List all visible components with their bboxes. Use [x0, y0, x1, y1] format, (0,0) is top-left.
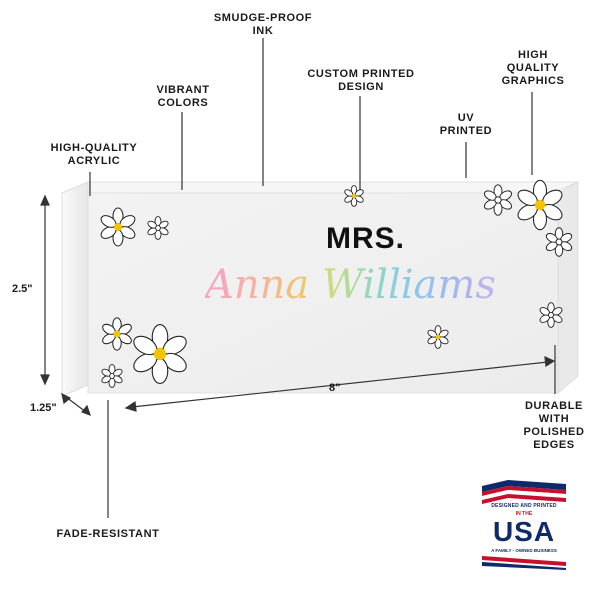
callout-high-quality-graphics: HIGH QUALITY GRAPHICS	[501, 49, 565, 87]
usa-badge-logo	[478, 478, 570, 570]
dimension-width: 8"	[329, 382, 341, 394]
badge-usa: USA	[492, 516, 556, 547]
callout-vibrant-colors: VIBRANT COLORS	[156, 84, 210, 109]
dimension-height: 2.5"	[12, 283, 33, 295]
badge-in-the: IN THE	[515, 511, 533, 517]
badge-family-owned: A FAMILY - OWNED BUSINESS	[491, 548, 557, 553]
title-mrs: MRS.	[326, 222, 405, 255]
callout-high-quality-acrylic: HIGH-QUALITY ACRYLIC	[50, 142, 138, 167]
daisy-decorations	[100, 179, 573, 388]
callout-custom-printed: CUSTOM PRINTED DESIGN	[307, 68, 415, 93]
callout-uv-printed: UV PRINTED	[439, 112, 493, 137]
dimension-depth: 1.25"	[30, 402, 57, 414]
callout-fade-resistant: FADE-RESISTANT	[56, 528, 160, 540]
custom-name: Anna Williams	[205, 262, 496, 308]
callout-durable-edges: DURABLE WITH POLISHED EDGES	[523, 400, 585, 451]
badge-designed-printed: DESIGNED AND PRINTED	[491, 503, 557, 509]
callout-smudge-proof: SMUDGE-PROOF INK	[213, 12, 313, 37]
